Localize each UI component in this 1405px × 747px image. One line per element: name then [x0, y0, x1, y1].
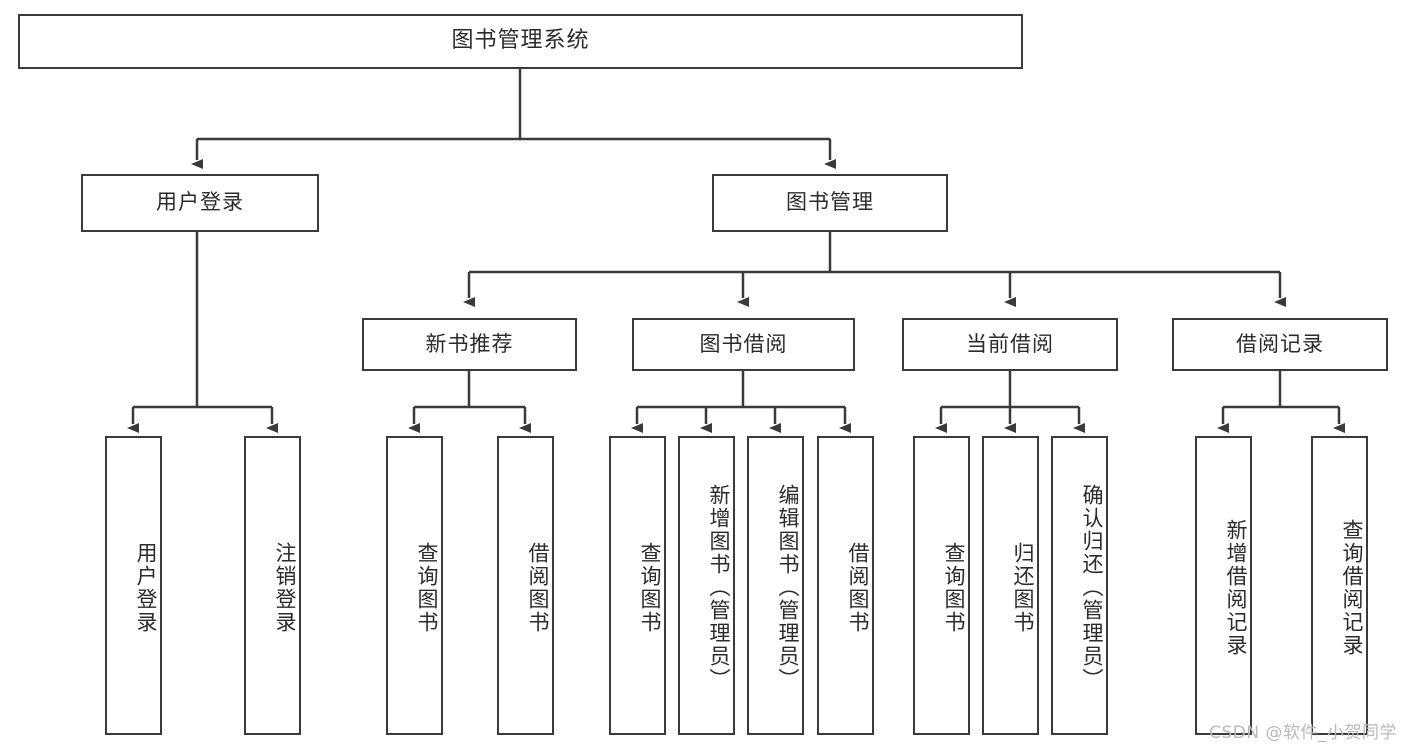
node-user-login-label: 用户登录: [156, 190, 244, 215]
leaf-add-record-label: 新增借阅记录: [1224, 518, 1248, 657]
leaf-logout[interactable]: 注销登录: [244, 436, 301, 735]
node-user-login[interactable]: 用户登录: [81, 174, 319, 232]
node-borrow-record[interactable]: 借阅记录: [1172, 318, 1388, 371]
leaf-query-book-1-label: 查询图书: [415, 541, 439, 634]
node-new-book-recommend-label: 新书推荐: [425, 331, 514, 356]
leaf-edit-book[interactable]: 编辑图书（管理员）: [747, 436, 804, 735]
node-book-borrow-label: 图书借阅: [699, 331, 788, 356]
leaf-add-book-label: 新增图书（管理员）: [707, 484, 731, 691]
leaf-add-record[interactable]: 新增借阅记录: [1195, 436, 1252, 735]
node-current-borrow-label: 当前借阅: [966, 331, 1054, 356]
leaf-user-login-label: 用户登录: [134, 541, 158, 634]
leaf-query-book-2[interactable]: 查询图书: [609, 436, 666, 735]
node-book-management[interactable]: 图书管理: [712, 174, 948, 232]
leaf-confirm-return[interactable]: 确认归还（管理员）: [1051, 436, 1108, 735]
leaf-return-book-label: 归还图书: [1011, 541, 1035, 634]
node-new-book-recommend[interactable]: 新书推荐: [362, 318, 577, 371]
leaf-borrow-book-2[interactable]: 借阅图书: [817, 436, 874, 735]
leaf-query-record[interactable]: 查询借阅记录: [1311, 436, 1368, 735]
node-borrow-record-label: 借阅记录: [1236, 331, 1324, 356]
leaf-add-book[interactable]: 新增图书（管理员）: [678, 436, 735, 735]
leaf-user-login[interactable]: 用户登录: [105, 436, 162, 735]
csdn-watermark: CSDN @软件_小贺同学: [1209, 723, 1397, 743]
leaf-borrow-book-1-label: 借阅图书: [526, 541, 550, 634]
leaf-borrow-book-2-label: 借阅图书: [846, 541, 870, 634]
leaf-query-record-label: 查询借阅记录: [1340, 518, 1364, 657]
leaf-confirm-return-label: 确认归还（管理员）: [1080, 484, 1104, 691]
node-root-label: 图书管理系统: [451, 28, 590, 54]
leaf-query-book-3-label: 查询图书: [942, 541, 966, 634]
leaf-return-book[interactable]: 归还图书: [982, 436, 1039, 735]
leaf-borrow-book-1[interactable]: 借阅图书: [497, 436, 554, 735]
leaf-query-book-2-label: 查询图书: [638, 541, 662, 634]
node-current-borrow[interactable]: 当前借阅: [902, 318, 1118, 371]
leaf-edit-book-label: 编辑图书（管理员）: [776, 484, 800, 691]
leaf-query-book-3[interactable]: 查询图书: [913, 436, 970, 735]
node-book-borrow[interactable]: 图书借阅: [632, 318, 855, 371]
leaf-logout-label: 注销登录: [273, 541, 297, 634]
node-book-management-label: 图书管理: [786, 190, 874, 215]
node-root[interactable]: 图书管理系统: [18, 14, 1023, 69]
leaf-query-book-1[interactable]: 查询图书: [386, 436, 443, 735]
